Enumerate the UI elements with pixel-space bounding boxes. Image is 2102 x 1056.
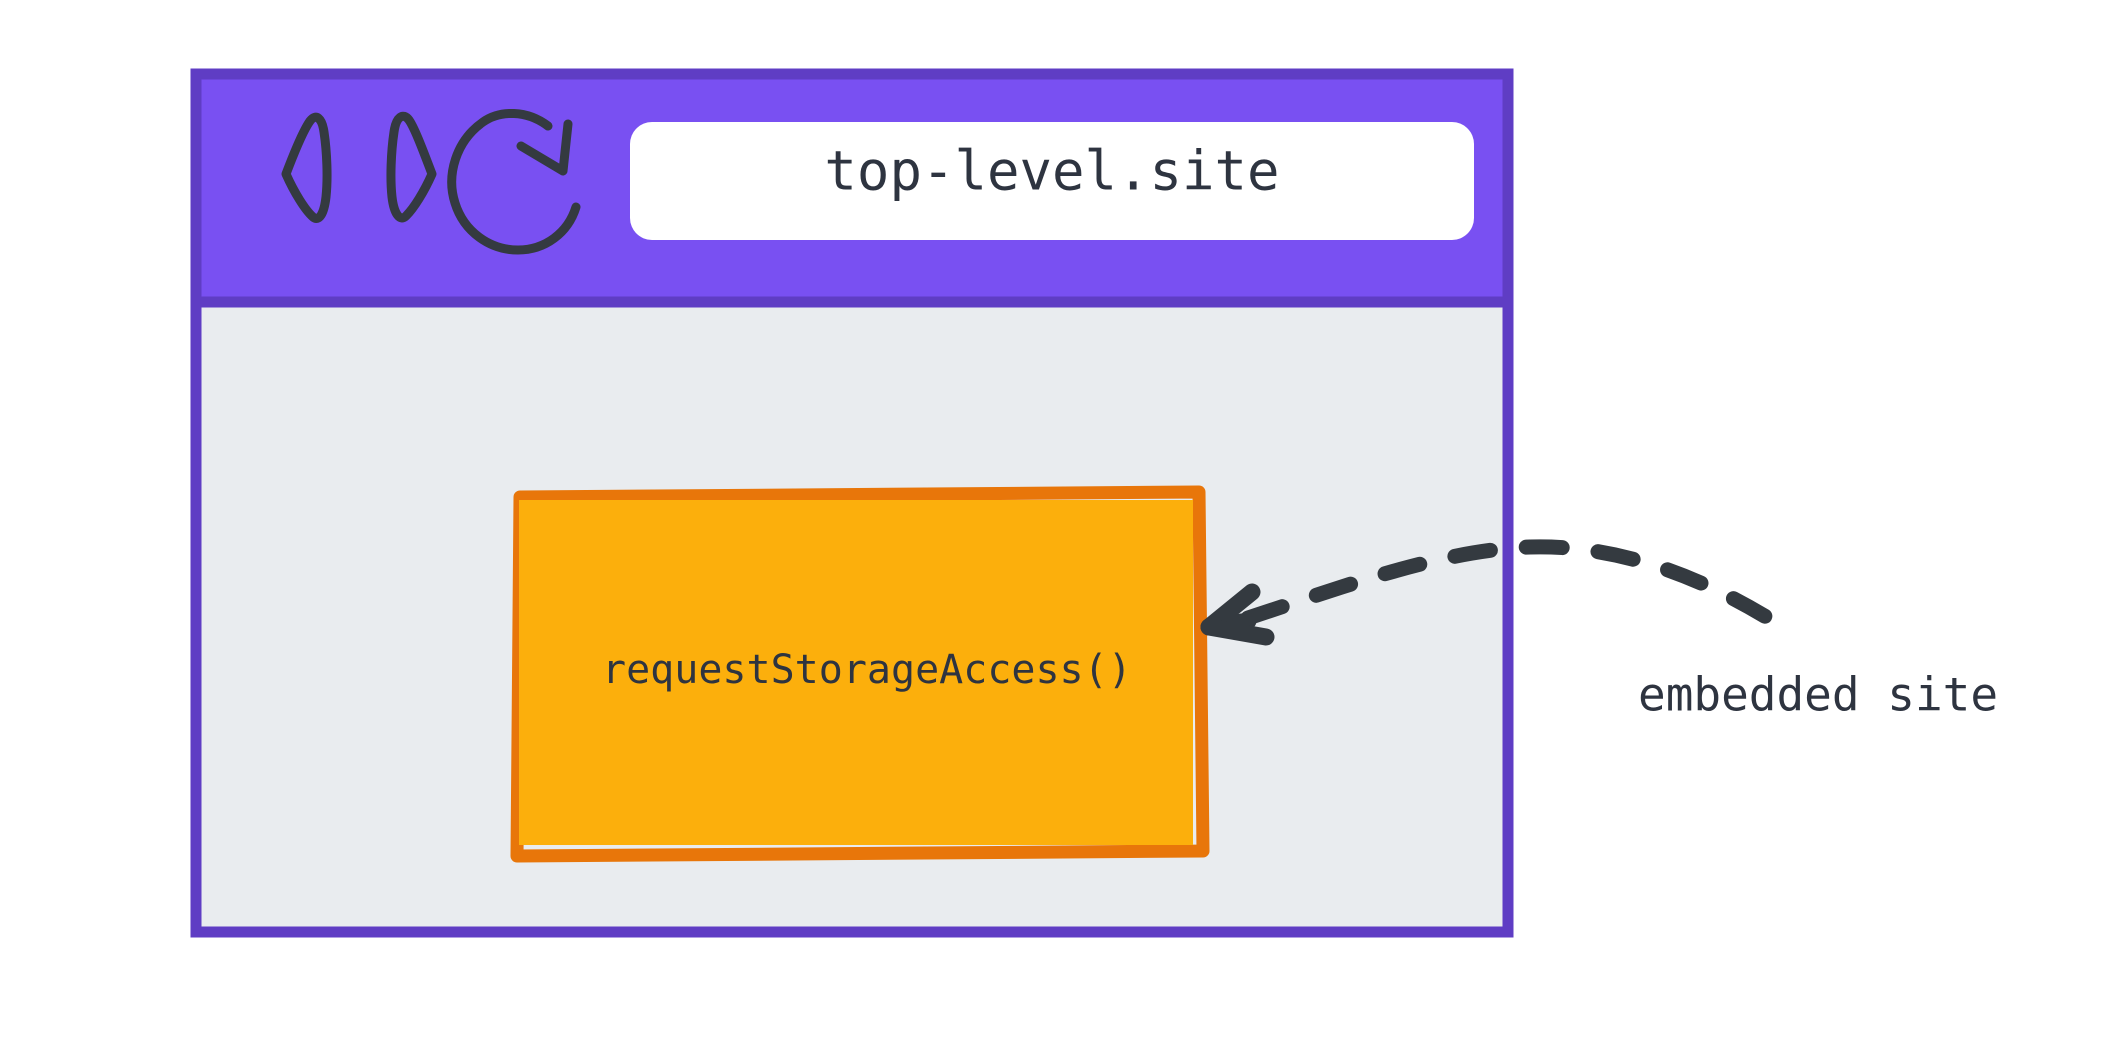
reload-arrowhead-icon <box>516 119 573 176</box>
annotation-dashed-arrow-line <box>1240 539 1798 640</box>
browser-window: top-level.site requestStorageAccess() <box>190 68 1514 938</box>
browser-window-frame <box>190 68 1514 938</box>
url-bar-text: top-level.site <box>824 140 1279 203</box>
embedded-site-annotation: embedded site <box>1200 539 1998 722</box>
forward-button[interactable] <box>386 111 437 223</box>
embedded-frame-label: requestStorageAccess() <box>602 647 1132 693</box>
reload-circular-arrow-icon <box>447 108 581 255</box>
url-bar-background[interactable] <box>630 122 1474 240</box>
annotation-label: embedded site <box>1638 668 1998 722</box>
annotation-arrowhead-barb-lower <box>1200 618 1275 646</box>
back-button[interactable] <box>281 112 332 223</box>
back-triangle-icon <box>281 112 332 223</box>
forward-triangle-icon <box>386 111 437 223</box>
embedded-site-iframe[interactable]: requestStorageAccess() <box>510 485 1210 863</box>
url-bar[interactable]: top-level.site <box>630 122 1474 240</box>
reload-button[interactable] <box>447 108 581 255</box>
embedded-frame-fill[interactable] <box>519 500 1193 845</box>
embedded-frame-sketch-outline <box>510 485 1210 863</box>
